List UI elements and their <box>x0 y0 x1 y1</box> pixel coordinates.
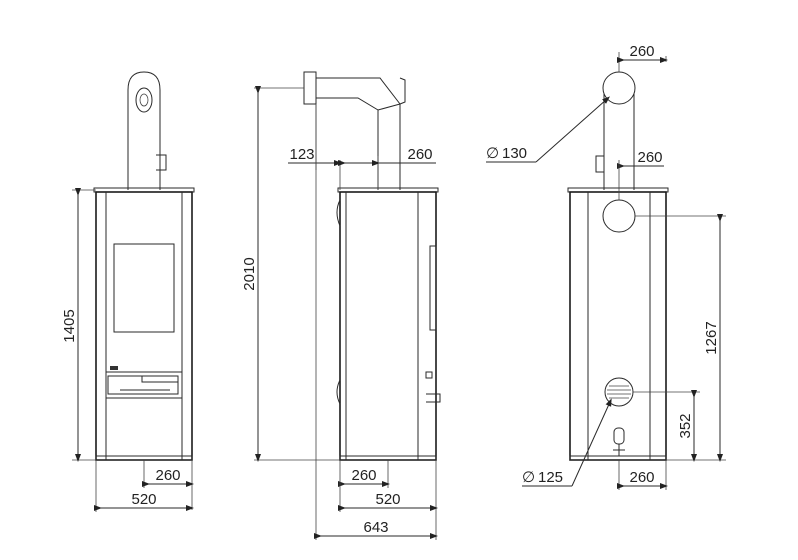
rear-flue-top-circle <box>602 71 636 105</box>
side-view <box>303 71 441 461</box>
rear-connector <box>613 427 625 445</box>
dim-rear-bottom: 260 <box>629 469 654 486</box>
front-ash-drawer <box>107 375 179 395</box>
dim-side-offset: 123 <box>289 146 314 163</box>
front-logo <box>110 366 118 370</box>
front-glass-window <box>113 243 175 333</box>
front-handle <box>156 154 167 171</box>
side-dimensions: 2010 123 260 260 520 643 <box>241 86 438 540</box>
rear-handle <box>595 155 604 173</box>
dim-side-half-width: 260 <box>351 467 376 484</box>
dim-rear-flue-diameter: 130 <box>502 145 527 162</box>
rear-dimensions: 260 ∅ 130 260 1267 352 ∅ 125 260 <box>486 43 726 490</box>
front-body <box>95 191 193 461</box>
dim-side-flue: 260 <box>407 146 432 163</box>
rear-view <box>567 71 669 461</box>
front-dimensions: 1405 260 520 <box>61 188 194 512</box>
dim-rear-flue-offset: 260 <box>637 149 662 166</box>
rear-air-inlet <box>604 377 634 407</box>
dim-rear-air-height: 352 <box>677 413 694 438</box>
front-flue-oval <box>135 87 153 113</box>
dim-rear-air-diameter: 125 <box>538 469 563 486</box>
dim-rear-flue-top: 260 <box>629 43 654 60</box>
dim-rear-flue-diameter-symbol: ∅ <box>486 145 499 162</box>
dim-front-half-width: 260 <box>155 467 180 484</box>
dim-side-depth: 643 <box>363 519 388 536</box>
rear-base <box>569 455 667 461</box>
dim-rear-air-diameter-symbol: ∅ <box>522 469 535 486</box>
dim-front-width: 520 <box>131 491 156 508</box>
dim-front-height: 1405 <box>61 309 78 342</box>
front-view <box>93 71 195 461</box>
rear-flue-outlet <box>602 199 636 233</box>
rear-flue-pipe <box>603 88 635 190</box>
side-body <box>339 191 437 461</box>
side-door-handle <box>429 245 437 331</box>
dim-side-width: 520 <box>375 491 400 508</box>
dim-side-height: 2010 <box>241 257 258 290</box>
front-flue-pipe <box>127 71 161 190</box>
dim-rear-flue-height: 1267 <box>703 321 720 354</box>
side-door-profile <box>336 199 341 227</box>
side-flue-elbow <box>316 77 401 190</box>
